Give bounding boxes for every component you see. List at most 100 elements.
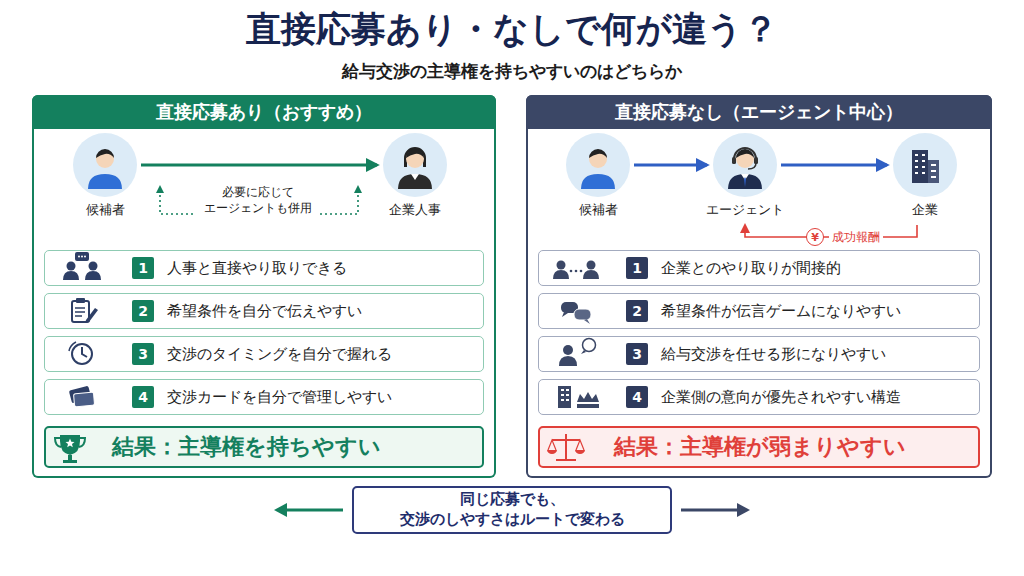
icon-part: [82, 347, 87, 357]
actor-icon: [566, 133, 630, 197]
headset-mic: [748, 163, 756, 169]
actor-circle: [566, 133, 630, 197]
icon-part: [553, 270, 569, 279]
panel-heading: 直接応募あり（おすすめ）: [156, 100, 372, 124]
comparison-panel: 直接応募なし（エージェント中心） 候補者 エージェント 企業 1 企業とのやり取りが間接的…: [526, 95, 992, 478]
actor-label: 企業: [880, 201, 970, 219]
item-text: 交渉のタイミングを自分で握れる: [167, 345, 392, 364]
actor-icon: [73, 133, 137, 197]
actor-hair: [589, 149, 607, 158]
icon-part: [575, 270, 578, 273]
clipboard-icon: [72, 298, 98, 323]
item-number: 3: [626, 343, 648, 365]
icon-part: [587, 261, 596, 270]
actor-collar: [411, 174, 419, 180]
note-box: 同じ応募でも、 交渉のしやすさはルートで変わる: [352, 486, 672, 534]
actor-label: 候補者: [553, 201, 643, 219]
icon-part: [75, 252, 89, 261]
icon-part: [78, 256, 80, 258]
side-arrowhead: [737, 503, 750, 517]
actor-node: 候補者: [553, 133, 643, 223]
dotted-bracket: [160, 190, 358, 214]
connector-arrow: [141, 164, 377, 167]
speech-bubbles-icon: [561, 302, 591, 324]
bracket-arrowhead: [354, 185, 362, 193]
icon-part: [580, 270, 583, 273]
item-number: 1: [626, 257, 648, 279]
icon-part: [577, 392, 599, 402]
icon-part: [75, 308, 85, 316]
item-number: 2: [132, 300, 154, 322]
icon-part: [84, 256, 86, 258]
actor-icon: [383, 133, 447, 197]
bracket-arrowhead: [156, 185, 164, 193]
icon-part: [69, 342, 76, 351]
icon-part: [63, 271, 79, 280]
actor-circle: [893, 133, 957, 197]
actor-tie: [744, 177, 746, 187]
actor-icon: [713, 133, 777, 197]
icon-part: [561, 302, 578, 313]
list-item: 2 希望条件を自分で伝えやすい: [44, 293, 484, 329]
actor-face: [96, 150, 114, 168]
icon-part: [583, 339, 596, 352]
list-item: 4企業側の意向が優先されやすい構造: [538, 379, 980, 415]
icon-part: [552, 434, 580, 460]
actor-face: [589, 150, 607, 168]
trophy-icon: [55, 435, 85, 463]
item-text: 企業とのやり取りが間接的: [661, 259, 841, 278]
indirect-people-icon: [553, 261, 599, 280]
icon-part: [76, 298, 85, 303]
icon-part: [561, 390, 569, 400]
icon-part: [55, 438, 85, 447]
panel-header: 直接応募なし（エージェント中心）: [526, 95, 992, 129]
list-item: 3交渉のタイミングを自分で握れる: [44, 336, 484, 372]
scale-icon: [547, 434, 585, 460]
subtitle: 給与交渉の主導権を持ちやすいのはどちらか: [0, 58, 1024, 84]
connector-arrow: [745, 225, 917, 237]
side-arrow: [681, 509, 740, 512]
item-number: 2: [626, 300, 648, 322]
building-crown-icon: [558, 386, 599, 408]
connector-arrow: [634, 164, 707, 167]
icon-part: [72, 344, 92, 364]
actor-body: [728, 174, 762, 189]
cards-icon: [69, 386, 95, 407]
side-arrow: [283, 509, 343, 512]
actor-label: エージェント: [700, 201, 790, 219]
icon-part: [68, 455, 72, 460]
list-item: 1 企業とのやり取りが間接的: [538, 250, 980, 286]
building-windows: [915, 155, 936, 177]
chat-people-icon: [63, 252, 101, 280]
actor-node: エージェント: [700, 133, 790, 223]
icon-part: [89, 262, 98, 271]
actor-body: [88, 174, 122, 189]
list-item: 1人事と直接やり取りできる: [44, 250, 484, 286]
actor-node: 候補者: [60, 133, 150, 223]
item-number: 4: [132, 386, 154, 408]
panel-header: 直接応募あり（おすすめ）: [32, 95, 496, 129]
icon-part: [563, 345, 573, 355]
result-text: 結果：主導権が弱まりやすい: [614, 432, 906, 462]
item-number: 1: [132, 257, 154, 279]
note-text: 同じ応募でも、 交渉のしやすさはルートで変わる: [374, 490, 650, 529]
item-text: 希望条件を自分で伝えやすい: [167, 302, 362, 321]
icon-part: [584, 319, 590, 324]
icon-part: [72, 301, 89, 322]
icon-part: [81, 256, 83, 258]
icon-part: [85, 308, 98, 323]
headset-ear: [754, 157, 758, 164]
actor-icon: [893, 133, 957, 197]
panel-heading: 直接応募なし（エージェント中心）: [615, 100, 903, 124]
list-item: 4 交渉カードを自分で管理しやすい: [44, 379, 484, 415]
actor-label: 候補者: [60, 201, 150, 219]
actor-circle: [383, 133, 447, 197]
actor-body: [581, 174, 615, 189]
item-text: 交渉カードを自分で管理しやすい: [167, 388, 392, 407]
result-box: 結果：主導権を持ちやすい: [44, 426, 484, 468]
item-text: 希望条件が伝言ゲームになりやすい: [661, 302, 901, 321]
actor-body: [398, 174, 432, 189]
icon-part: [583, 270, 599, 279]
